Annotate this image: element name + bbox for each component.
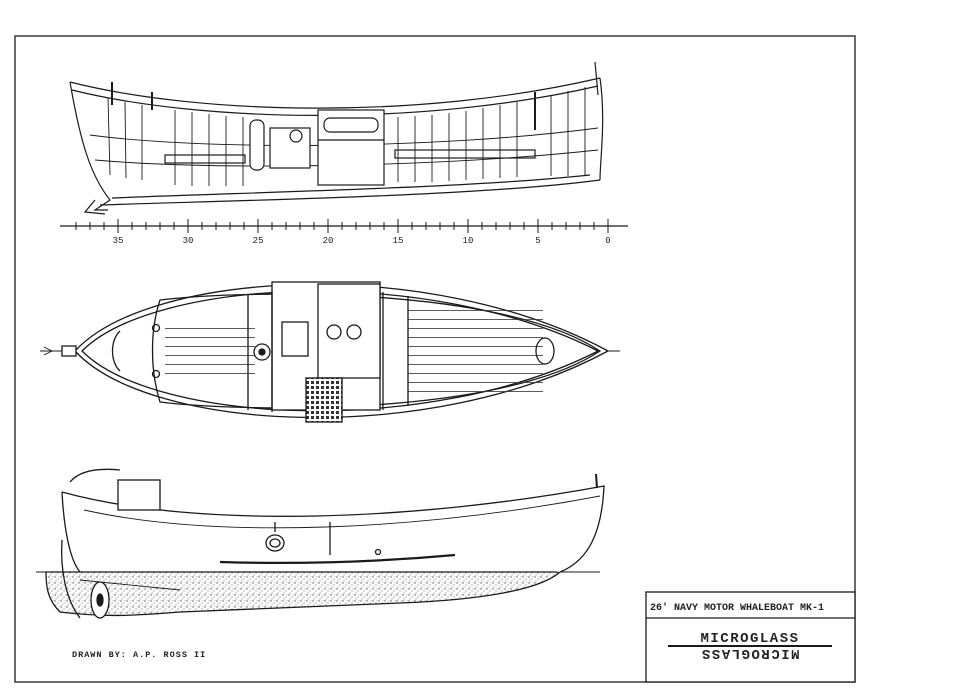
title-block: 26' NAVY MOTOR WHALEBOAT MK-1 MICROGLASS… bbox=[645, 591, 856, 683]
drawing-border bbox=[14, 35, 856, 683]
logo-text: MICROGLASS bbox=[700, 631, 799, 647]
scale-label: 10 bbox=[463, 236, 474, 246]
underwater-hull bbox=[45, 571, 562, 617]
drawing-title: 26' NAVY MOTOR WHALEBOAT MK-1 bbox=[650, 602, 824, 614]
outboard-profile-view bbox=[36, 468, 605, 619]
scale-bar: 35 30 25 20 15 10 5 0 bbox=[60, 219, 628, 246]
plan-view bbox=[40, 281, 620, 423]
scale-label: 30 bbox=[183, 236, 194, 246]
scale-label: 35 bbox=[113, 236, 124, 246]
title-block-frame bbox=[645, 591, 856, 683]
scale-label: 15 bbox=[393, 236, 404, 246]
microglass-logo: MICROGLASS MICROGLASS bbox=[668, 631, 832, 661]
drawn-by-credit: DRAWN BY: A.P. ROSS II bbox=[72, 650, 206, 660]
scale-label: 0 bbox=[605, 236, 610, 246]
scale-labels: 35 30 25 20 15 10 5 0 bbox=[113, 236, 611, 246]
inboard-profile-view bbox=[69, 61, 604, 215]
scale-label: 25 bbox=[253, 236, 264, 246]
scale-ticks bbox=[75, 219, 609, 233]
scale-label: 5 bbox=[535, 236, 540, 246]
logo-text-mirrored: MICROGLASS bbox=[700, 645, 799, 661]
scale-label: 20 bbox=[323, 236, 334, 246]
